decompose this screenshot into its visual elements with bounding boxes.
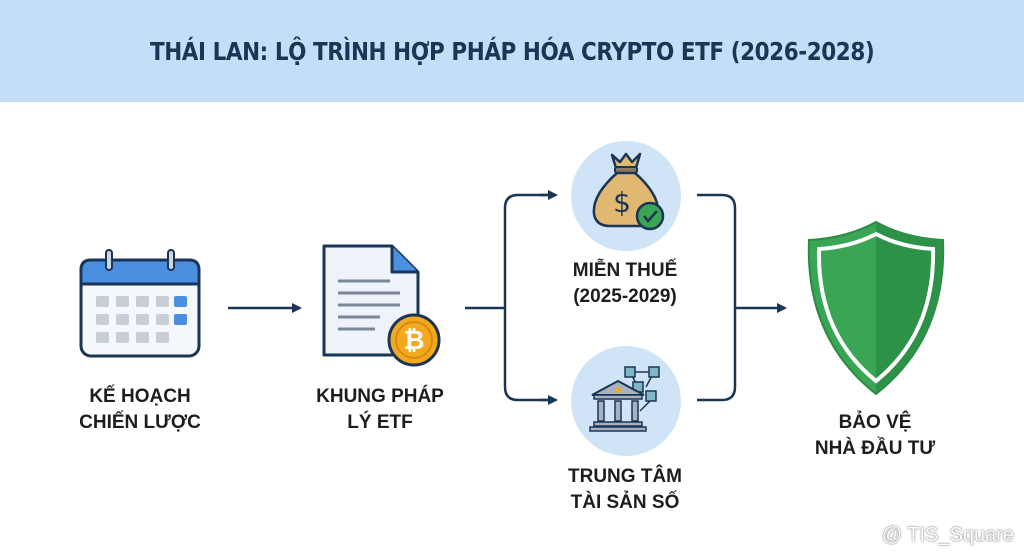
header-banner: THÁI LAN: LỘ TRÌNH HỢP PHÁP HÓA CRYPTO E… [0,0,1024,102]
calendar-icon [78,248,202,365]
watermark: @ TIS_Square [881,524,1014,546]
svg-text:$: $ [613,186,631,219]
branch-split [503,193,555,402]
branch-merge [697,193,737,402]
money-bag-check-icon: $ [570,140,682,257]
page-title: THÁI LAN: LỘ TRÌNH HỢP PHÁP HÓA CRYPTO E… [149,36,875,66]
document-bitcoin-icon: ₿ [320,243,445,373]
step-label-tax-exemption: MIỄN THUẾ(2025-2029) [572,260,678,307]
shield-icon [805,218,947,403]
svg-text:₿: ₿ [403,326,424,356]
bank-blockchain-icon [570,345,682,462]
